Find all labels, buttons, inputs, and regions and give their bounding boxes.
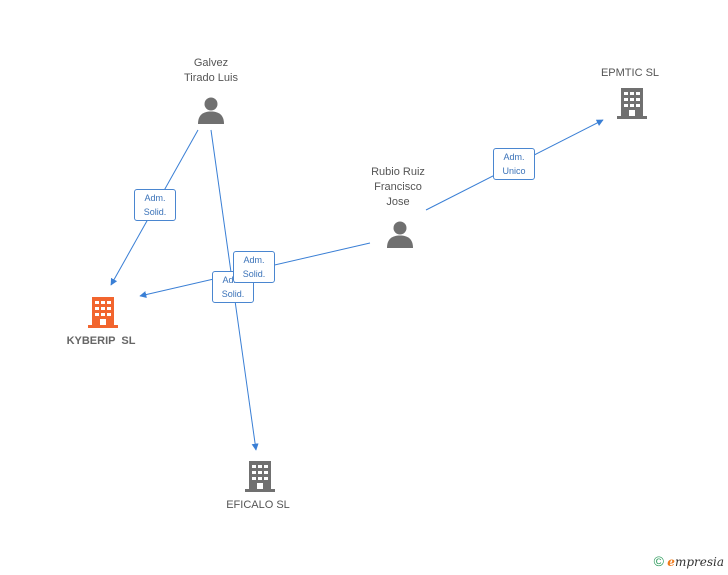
building-icon xyxy=(245,461,275,492)
building-icon xyxy=(617,88,647,119)
company-label-kyberip[interactable]: KYBERIP SL xyxy=(66,335,136,347)
person-label-rubio[interactable]: Rubio Ruiz Francisco Jose xyxy=(371,166,425,208)
edge-label-rubio-kyberip: Adm. Solid. xyxy=(233,251,275,283)
copyright-icon: © xyxy=(653,553,664,569)
company-label-eficalo[interactable]: EFICALO SL xyxy=(226,499,290,511)
building-icon xyxy=(88,297,118,328)
company-label-epmtic[interactable]: EPMTIC SL xyxy=(600,67,660,79)
brand-logo[interactable]: empresia xyxy=(667,555,724,569)
copyright-footer: © empresia xyxy=(654,553,724,569)
person-label-galvez[interactable]: Galvez Tirado Luis xyxy=(183,57,238,84)
edge-label-galvez-kyberip: Adm. Solid. xyxy=(134,189,176,221)
person-icon xyxy=(198,97,224,124)
edge-label-rubio-epmtic: Adm. Unico xyxy=(493,148,535,180)
person-icon xyxy=(387,221,413,248)
